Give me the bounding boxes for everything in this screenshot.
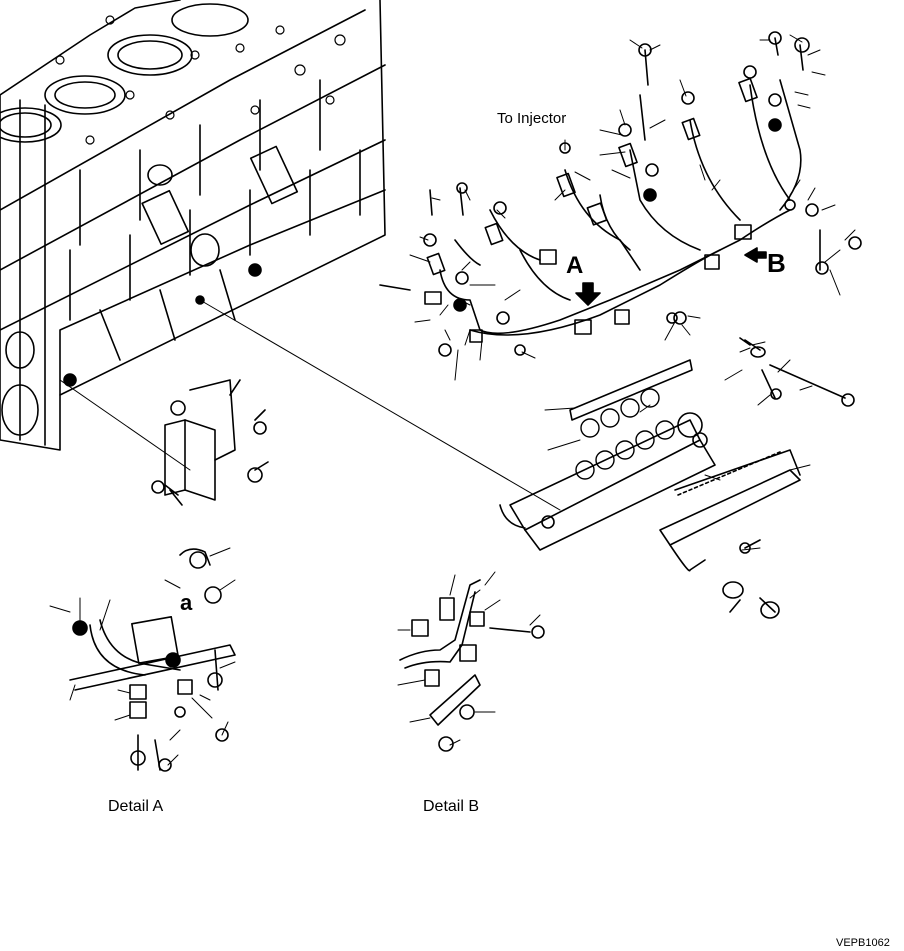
to-injector-label: To Injector — [497, 110, 567, 127]
detail-b-caption: Detail B — [423, 798, 480, 815]
detail-b-drawing — [398, 572, 544, 751]
arrow-b — [745, 248, 766, 262]
cylinder-bore — [108, 35, 192, 75]
detail-marker-a: a — [180, 590, 193, 615]
figure-code: VEPB1062 — [836, 937, 890, 949]
detail-a-drawing — [50, 548, 235, 771]
mounting-bracket — [152, 380, 268, 505]
view-marker-a: A — [566, 252, 584, 279]
arrow-a — [576, 283, 600, 305]
callout-leaders — [410, 35, 855, 550]
cylinder-bore — [45, 76, 125, 114]
detail-a-caption: Detail A — [108, 798, 164, 815]
view-marker-b: B — [767, 248, 786, 278]
engine-block — [0, 0, 560, 510]
fuel-rail-assembly — [500, 360, 715, 550]
cylinder-bore — [0, 108, 61, 142]
rail-cover — [660, 450, 800, 618]
injection-pipes — [380, 32, 861, 406]
